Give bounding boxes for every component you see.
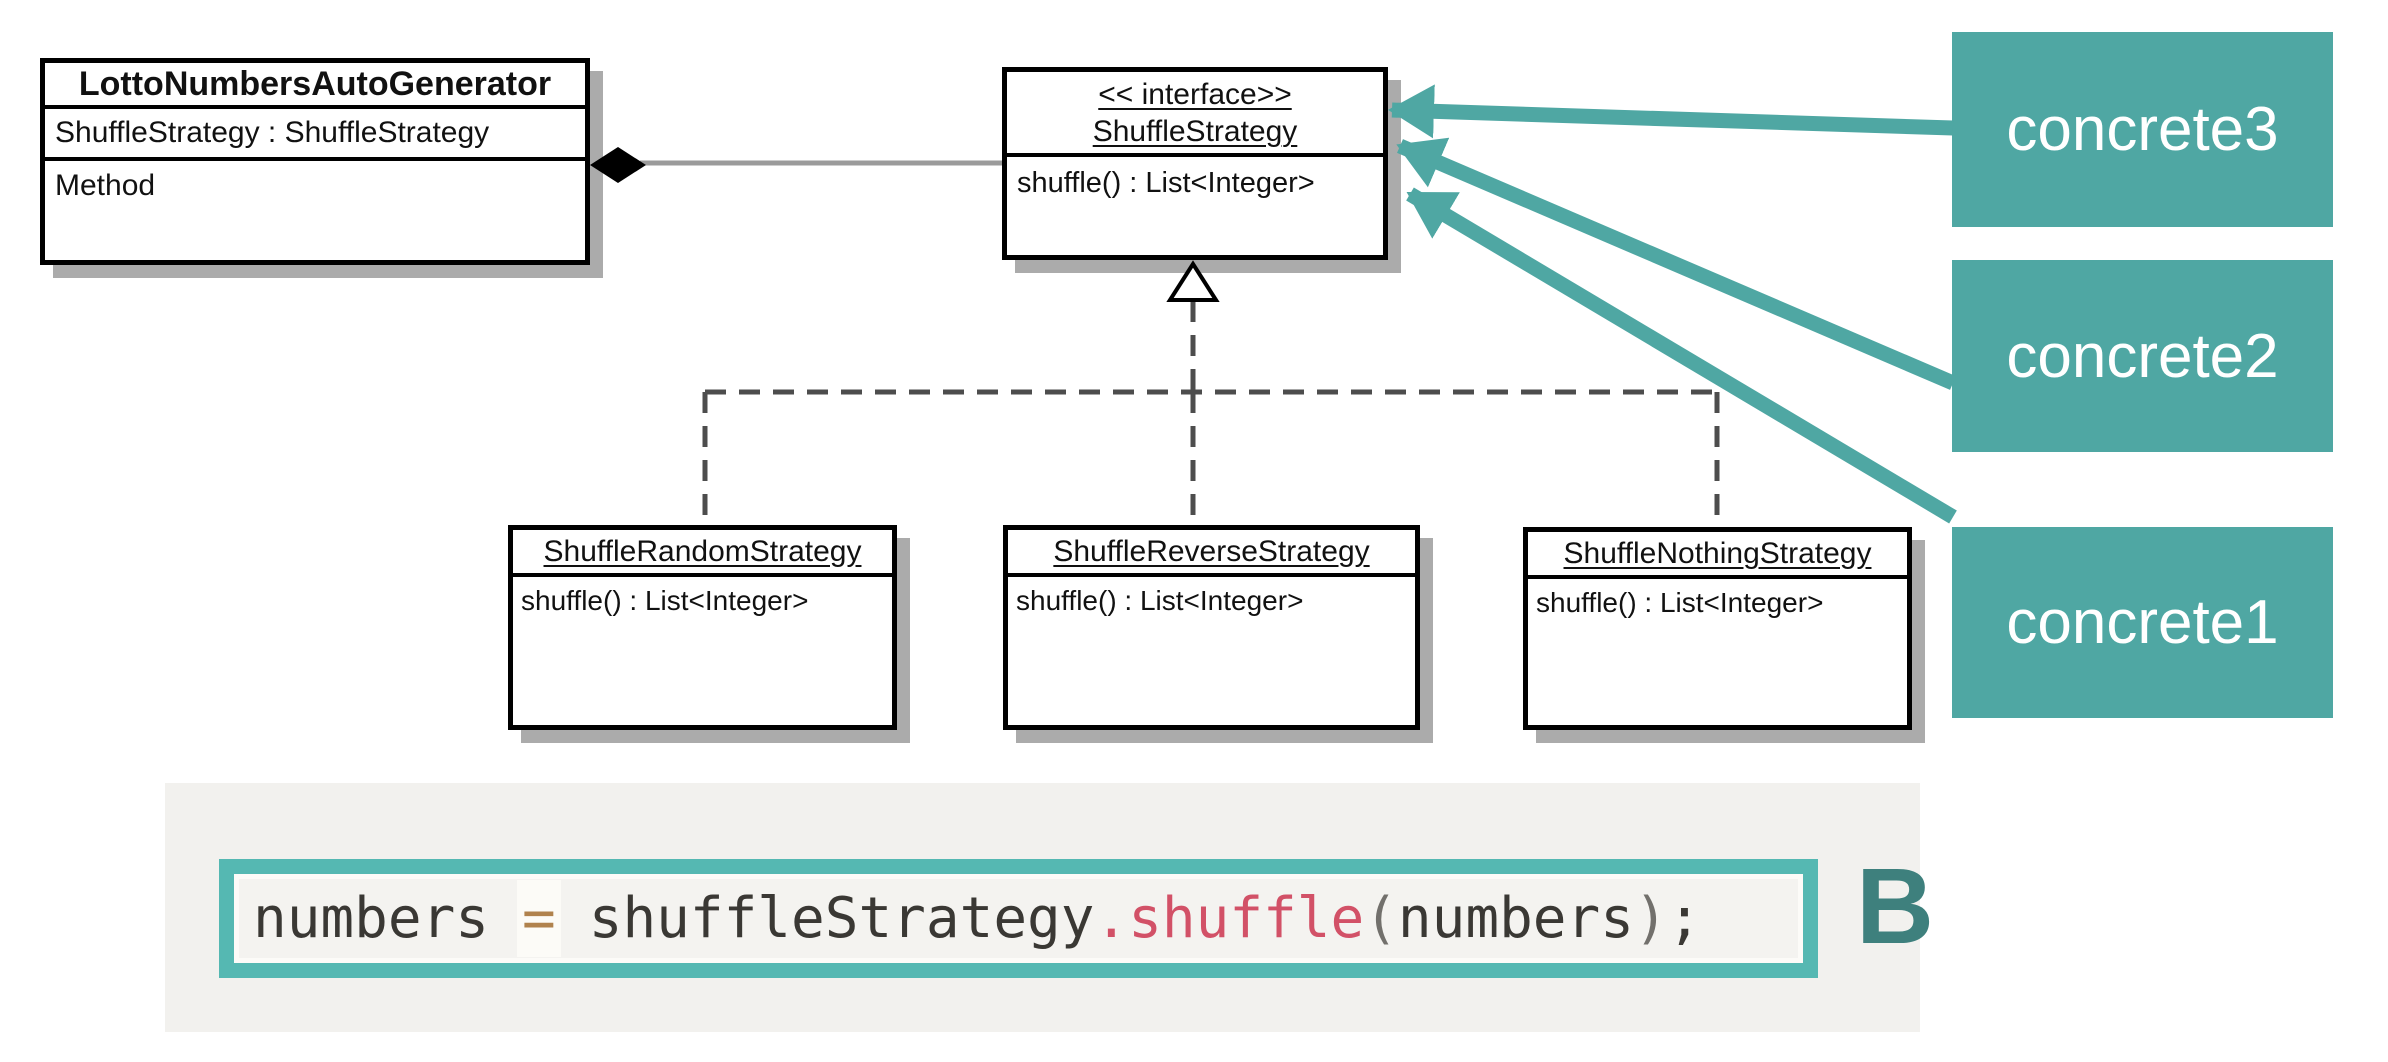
interface-stereotype: << interface>> (1098, 77, 1292, 111)
realization-dashed-connector (702, 301, 1720, 525)
class-title: LottoNumbersAutoGenerator (45, 63, 585, 109)
class-title: ShuffleRandomStrategy (513, 530, 892, 577)
code-token-close-paren: ) (1633, 886, 1668, 951)
label-B: B (1856, 845, 1934, 966)
code-token-lhs: numbers (253, 886, 490, 951)
class-method: shuffle() : List<Integer> (521, 585, 809, 616)
class-method: shuffle() : List<Integer> (1016, 585, 1304, 616)
interface-box-shuffle-strategy: << interface>> ShuffleStrategy shuffle()… (1002, 67, 1388, 260)
class-box-shuffle-reverse: ShuffleReverseStrategy shuffle() : List<… (1003, 525, 1420, 730)
class-method-compartment: Method (55, 169, 156, 202)
interface-name: ShuffleStrategy (1092, 114, 1298, 148)
code-token-open-paren: ( (1364, 886, 1398, 951)
class-title: ShuffleNothingStrategy (1528, 532, 1907, 579)
class-method: shuffle() : List<Integer> (1536, 587, 1824, 618)
callout-concrete2: concrete2 (1952, 260, 2333, 452)
code-token-semicolon: ; (1667, 886, 1702, 951)
class-box-shuffle-random: ShuffleRandomStrategy shuffle() : List<I… (508, 525, 897, 730)
interface-method: shuffle() : List<Integer> (1017, 167, 1315, 199)
arrow-concrete1 (1406, 187, 1957, 524)
arrow-concrete3 (1388, 84, 1954, 139)
callout-concrete3: concrete3 (1952, 32, 2333, 227)
code-token-call: shuffle (1128, 886, 1365, 951)
arrow-concrete2 (1396, 137, 1956, 390)
realization-triangle-icon (1166, 260, 1220, 302)
class-box-shuffle-nothing: ShuffleNothingStrategy shuffle() : List<… (1523, 527, 1912, 730)
class-title: ShuffleReverseStrategy (1008, 530, 1415, 577)
code-token-dot: . (1094, 886, 1129, 951)
class-attribute: ShuffleStrategy : ShuffleStrategy (45, 109, 585, 161)
code-token-arg: numbers (1397, 886, 1634, 951)
composition-diamond-icon (590, 147, 646, 183)
class-box-lotto-generator: LottoNumbersAutoGenerator ShuffleStrateg… (40, 58, 590, 265)
interface-header: << interface>> ShuffleStrategy (1007, 72, 1383, 157)
callout-concrete1: concrete1 (1952, 527, 2333, 718)
code-snippet-box: numbers=shuffleStrategy.shuffle(numbers)… (219, 859, 1818, 978)
code-token-object: shuffleStrategy (588, 886, 1095, 951)
code-token-equals: = (517, 880, 561, 957)
